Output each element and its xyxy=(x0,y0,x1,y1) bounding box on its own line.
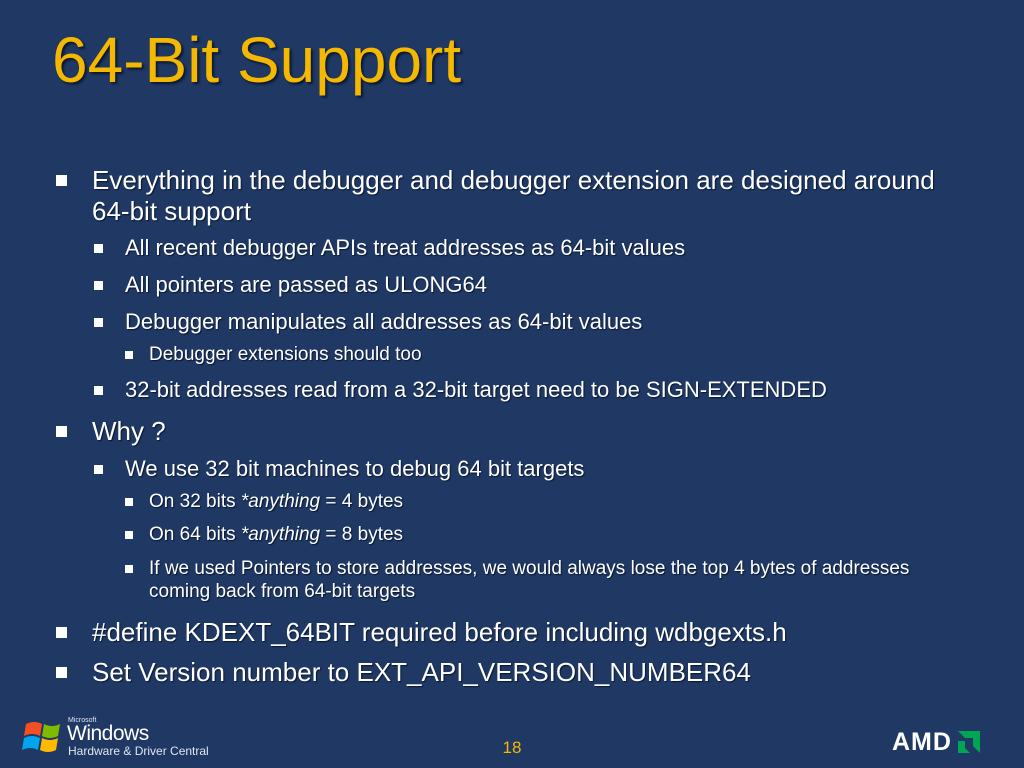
bullet-text: Set Version number to EXT_API_VERSION_NU… xyxy=(92,657,751,687)
square-bullet-icon xyxy=(94,318,103,327)
bullet-text-emphasis: *anything xyxy=(240,524,321,545)
bullet-item: Set Version number to EXT_API_VERSION_NU… xyxy=(56,657,972,688)
windows-flag-icon xyxy=(22,722,60,752)
microsoft-label: Microsoft xyxy=(68,717,97,724)
bullet-item: We use 32 bit machines to debug 64 bit t… xyxy=(94,456,985,482)
bullet-text: All pointers are passed as ULONG64 xyxy=(125,272,487,297)
bullet-item: 32-bit addresses read from a 32-bit targ… xyxy=(94,377,985,403)
bullet-text-pre: On 64 bits xyxy=(149,524,241,545)
square-bullet-icon xyxy=(94,465,103,474)
square-bullet-icon xyxy=(94,386,103,395)
bullet-item: All pointers are passed as ULONG64 xyxy=(94,272,985,298)
bullet-item: Debugger extensions should too xyxy=(125,344,969,367)
bullet-text: We use 32 bit machines to debug 64 bit t… xyxy=(125,456,585,481)
windows-hardware-logo: Microsoft Windows Hardware & Driver Cent… xyxy=(22,716,222,760)
bullet-item: Everything in the debugger and debugger … xyxy=(56,165,972,227)
bullet-text: #define KDEXT_64BIT required before incl… xyxy=(92,617,787,647)
bullet-text-emphasis: *anything xyxy=(240,491,321,512)
amd-wordmark: AMD xyxy=(892,727,952,756)
bullet-text: Why ? xyxy=(92,416,166,446)
bullet-item: #define KDEXT_64BIT required before incl… xyxy=(56,617,972,648)
bullet-text: 32-bit addresses read from a 32-bit targ… xyxy=(125,377,827,402)
bullet-item: Debugger manipulates all addresses as 64… xyxy=(94,309,985,335)
slide-title: 64-Bit Support xyxy=(52,24,462,96)
square-bullet-icon xyxy=(56,627,67,638)
bullet-text: All recent debugger APIs treat addresses… xyxy=(125,235,686,260)
square-bullet-icon xyxy=(125,565,133,573)
square-bullet-icon xyxy=(125,351,133,359)
hardware-driver-central-label: Hardware & Driver Central xyxy=(68,744,209,758)
bullet-item: All recent debugger APIs treat addresses… xyxy=(94,235,985,261)
bullet-text: Everything in the debugger and debugger … xyxy=(92,165,935,227)
bullet-text-post: = 4 bytes xyxy=(320,491,404,512)
bullet-item: On 32 bits *anything = 4 bytes xyxy=(125,491,969,514)
square-bullet-icon xyxy=(94,281,103,290)
page-number: 18 xyxy=(502,738,522,757)
square-bullet-icon xyxy=(56,426,67,437)
bullet-item: On 64 bits *anything = 8 bytes xyxy=(125,524,969,547)
bullet-text: Debugger manipulates all addresses as 64… xyxy=(125,309,643,334)
amd-arrow-icon xyxy=(957,731,980,753)
bullet-item: If we used Pointers to store addresses, … xyxy=(125,558,969,604)
bullet-text-post: = 8 bytes xyxy=(320,524,404,545)
amd-logo: AMD xyxy=(892,728,982,756)
bullet-list: Everything in the debugger and debugger … xyxy=(56,165,985,688)
square-bullet-icon xyxy=(94,244,103,253)
bullet-text: Debugger extensions should too xyxy=(149,344,422,365)
bullet-item: Why ? xyxy=(56,416,972,447)
windows-label: Windows xyxy=(67,722,149,745)
square-bullet-icon xyxy=(56,175,67,186)
square-bullet-icon xyxy=(56,667,67,678)
square-bullet-icon xyxy=(125,531,133,539)
square-bullet-icon xyxy=(125,498,133,506)
bullet-text-pre: On 32 bits xyxy=(149,491,241,512)
bullet-text: If we used Pointers to store addresses, … xyxy=(149,558,910,602)
